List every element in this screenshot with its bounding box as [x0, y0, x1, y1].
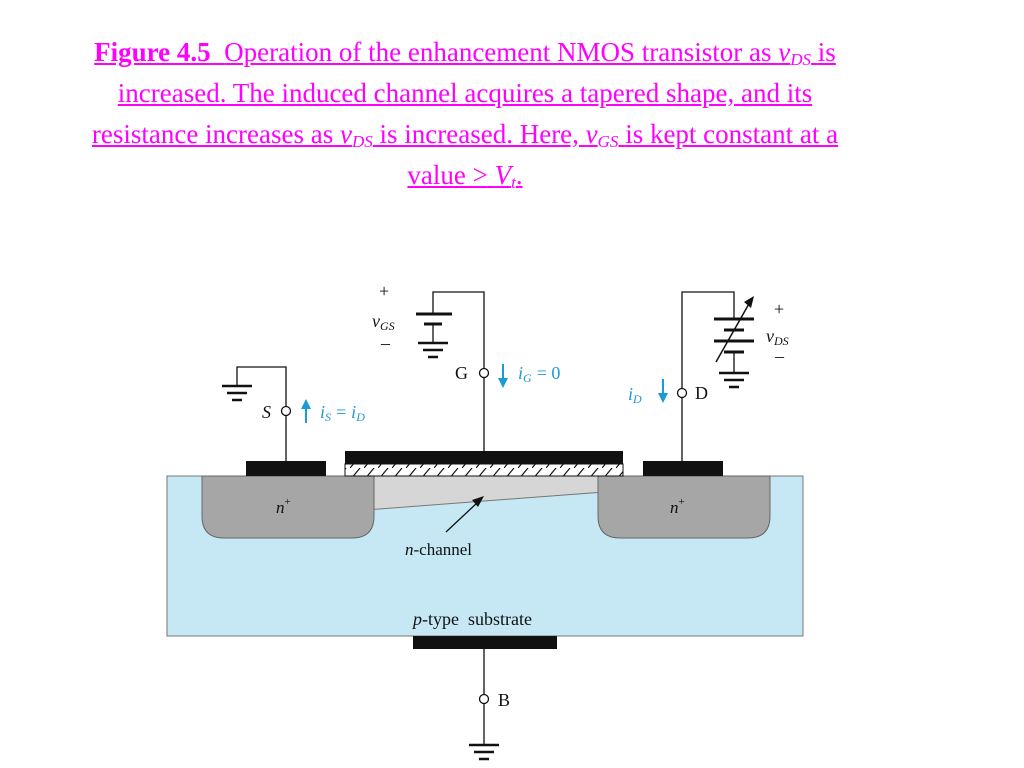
- source-contact: [246, 461, 326, 476]
- caption-var-v-2: v: [340, 119, 352, 149]
- n-plus-drain-region: [597, 475, 771, 539]
- gate-wiring: [416, 291, 490, 451]
- vgs-plus: +: [379, 281, 389, 301]
- body-letter: B: [498, 690, 510, 710]
- n-channel-label: n-channel: [405, 540, 472, 559]
- body-contact: [413, 636, 557, 649]
- caption-text-3: is increased. Here,: [379, 119, 579, 149]
- current-arrows: [301, 364, 668, 423]
- caption-var-v: v: [778, 37, 791, 67]
- caption-text-2: is increased. The induced channel acquir…: [91, 37, 836, 149]
- caption-sub-t: t: [511, 173, 516, 192]
- figure-caption: Figure 4.5 Operation of the enhancement …: [70, 32, 860, 196]
- substrate-label: p-type substrate: [411, 609, 532, 629]
- body-wiring: [469, 649, 499, 761]
- vds-label: vDS: [766, 326, 789, 348]
- ig-label: iG= 0: [518, 363, 560, 385]
- source-wiring: [222, 366, 292, 461]
- caption-text-4: is kept constant at a value >: [407, 119, 839, 190]
- vgs-minus: –: [380, 333, 391, 353]
- n-plus-left-label: n+: [276, 496, 291, 517]
- channel-pointer: [445, 501, 479, 533]
- caption-sub-ds: DS: [790, 50, 812, 69]
- n-plus-right-label: n+: [670, 496, 685, 517]
- figure-label: Figure 4.5: [94, 37, 211, 67]
- drain-wiring: [676, 291, 754, 461]
- drain-letter: D: [695, 383, 708, 403]
- caption-sub-ds-2: DS: [351, 132, 373, 151]
- caption-var-v-3: v: [585, 119, 598, 149]
- gate-oxide: [344, 463, 624, 477]
- vgs-label: vGS: [372, 311, 395, 333]
- drain-contact: [643, 461, 723, 476]
- is-label: iS=iD: [320, 402, 365, 424]
- n-plus-source-region: [201, 475, 375, 539]
- id-label: iD: [628, 384, 642, 406]
- gate-letter: G: [455, 363, 468, 383]
- vds-plus: +: [774, 299, 784, 319]
- gate-electrode: [345, 451, 623, 464]
- caption-period: .: [515, 160, 523, 190]
- caption-var-vt: V: [494, 160, 512, 190]
- vds-minus: –: [774, 346, 785, 366]
- caption-sub-gs: GS: [597, 132, 619, 151]
- caption-text-1: Operation of the enhancement NMOS transi…: [224, 37, 772, 67]
- source-letter: S: [262, 402, 271, 422]
